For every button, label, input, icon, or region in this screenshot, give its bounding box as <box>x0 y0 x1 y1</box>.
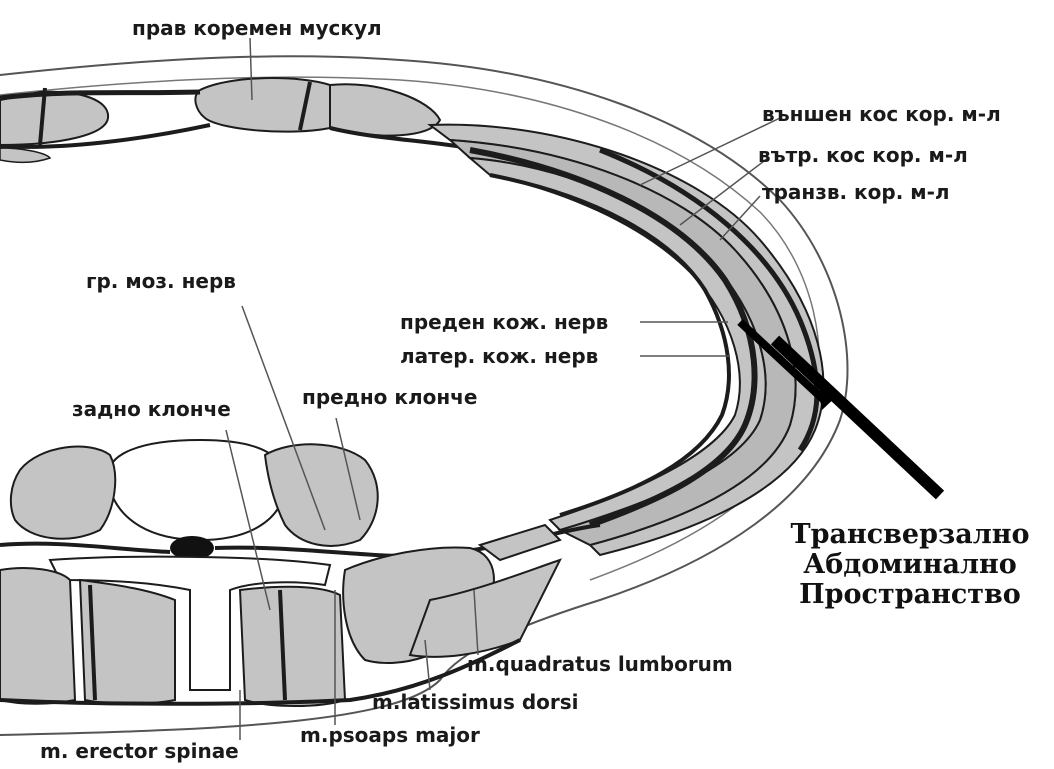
label-spinal-nerve: гр. моз. нерв <box>86 271 236 291</box>
label-external-oblique: външен кос кор. м-л <box>762 104 1001 124</box>
tap-line-3: Пространство <box>780 580 1040 610</box>
psoas-muscle-right <box>265 444 378 546</box>
label-lateral-cutaneous-nerve: латер. кож. нерв <box>400 346 598 366</box>
vertebral-body <box>107 440 285 540</box>
label-posterior-ramus: задно клонче <box>72 399 231 419</box>
psoas-muscle-left <box>11 447 115 539</box>
erector-spinae-right <box>240 587 345 706</box>
label-erector-spinae: m. erector spinae <box>40 741 239 761</box>
label-anterior-cutaneous-nerve: преден кож. нерв <box>400 312 608 332</box>
label-latissimus-dorsi: m.latissimus dorsi <box>372 692 579 712</box>
tap-line-2: Абдоминално <box>780 550 1040 580</box>
erector-spinae-left <box>0 568 75 704</box>
label-rectus-abdominis: прав коремен мускул <box>132 18 382 38</box>
rectus-muscle-segment-right <box>330 84 440 135</box>
rectus-muscle-segment-left <box>0 92 108 145</box>
tap-space-label: Трансверзално Абдоминално Пространство <box>780 520 1040 611</box>
tap-line-1: Трансверзално <box>780 520 1040 550</box>
label-transversus-abdominis: транзв. кор. м-л <box>762 182 950 202</box>
label-internal-oblique: вътр. кос кор. м-л <box>758 145 968 165</box>
label-psoas-major: m.psoaps major <box>300 725 480 745</box>
label-quadratus-lumborum: m.quadratus lumborum <box>467 654 733 674</box>
label-anterior-ramus: предно клонче <box>302 387 477 407</box>
